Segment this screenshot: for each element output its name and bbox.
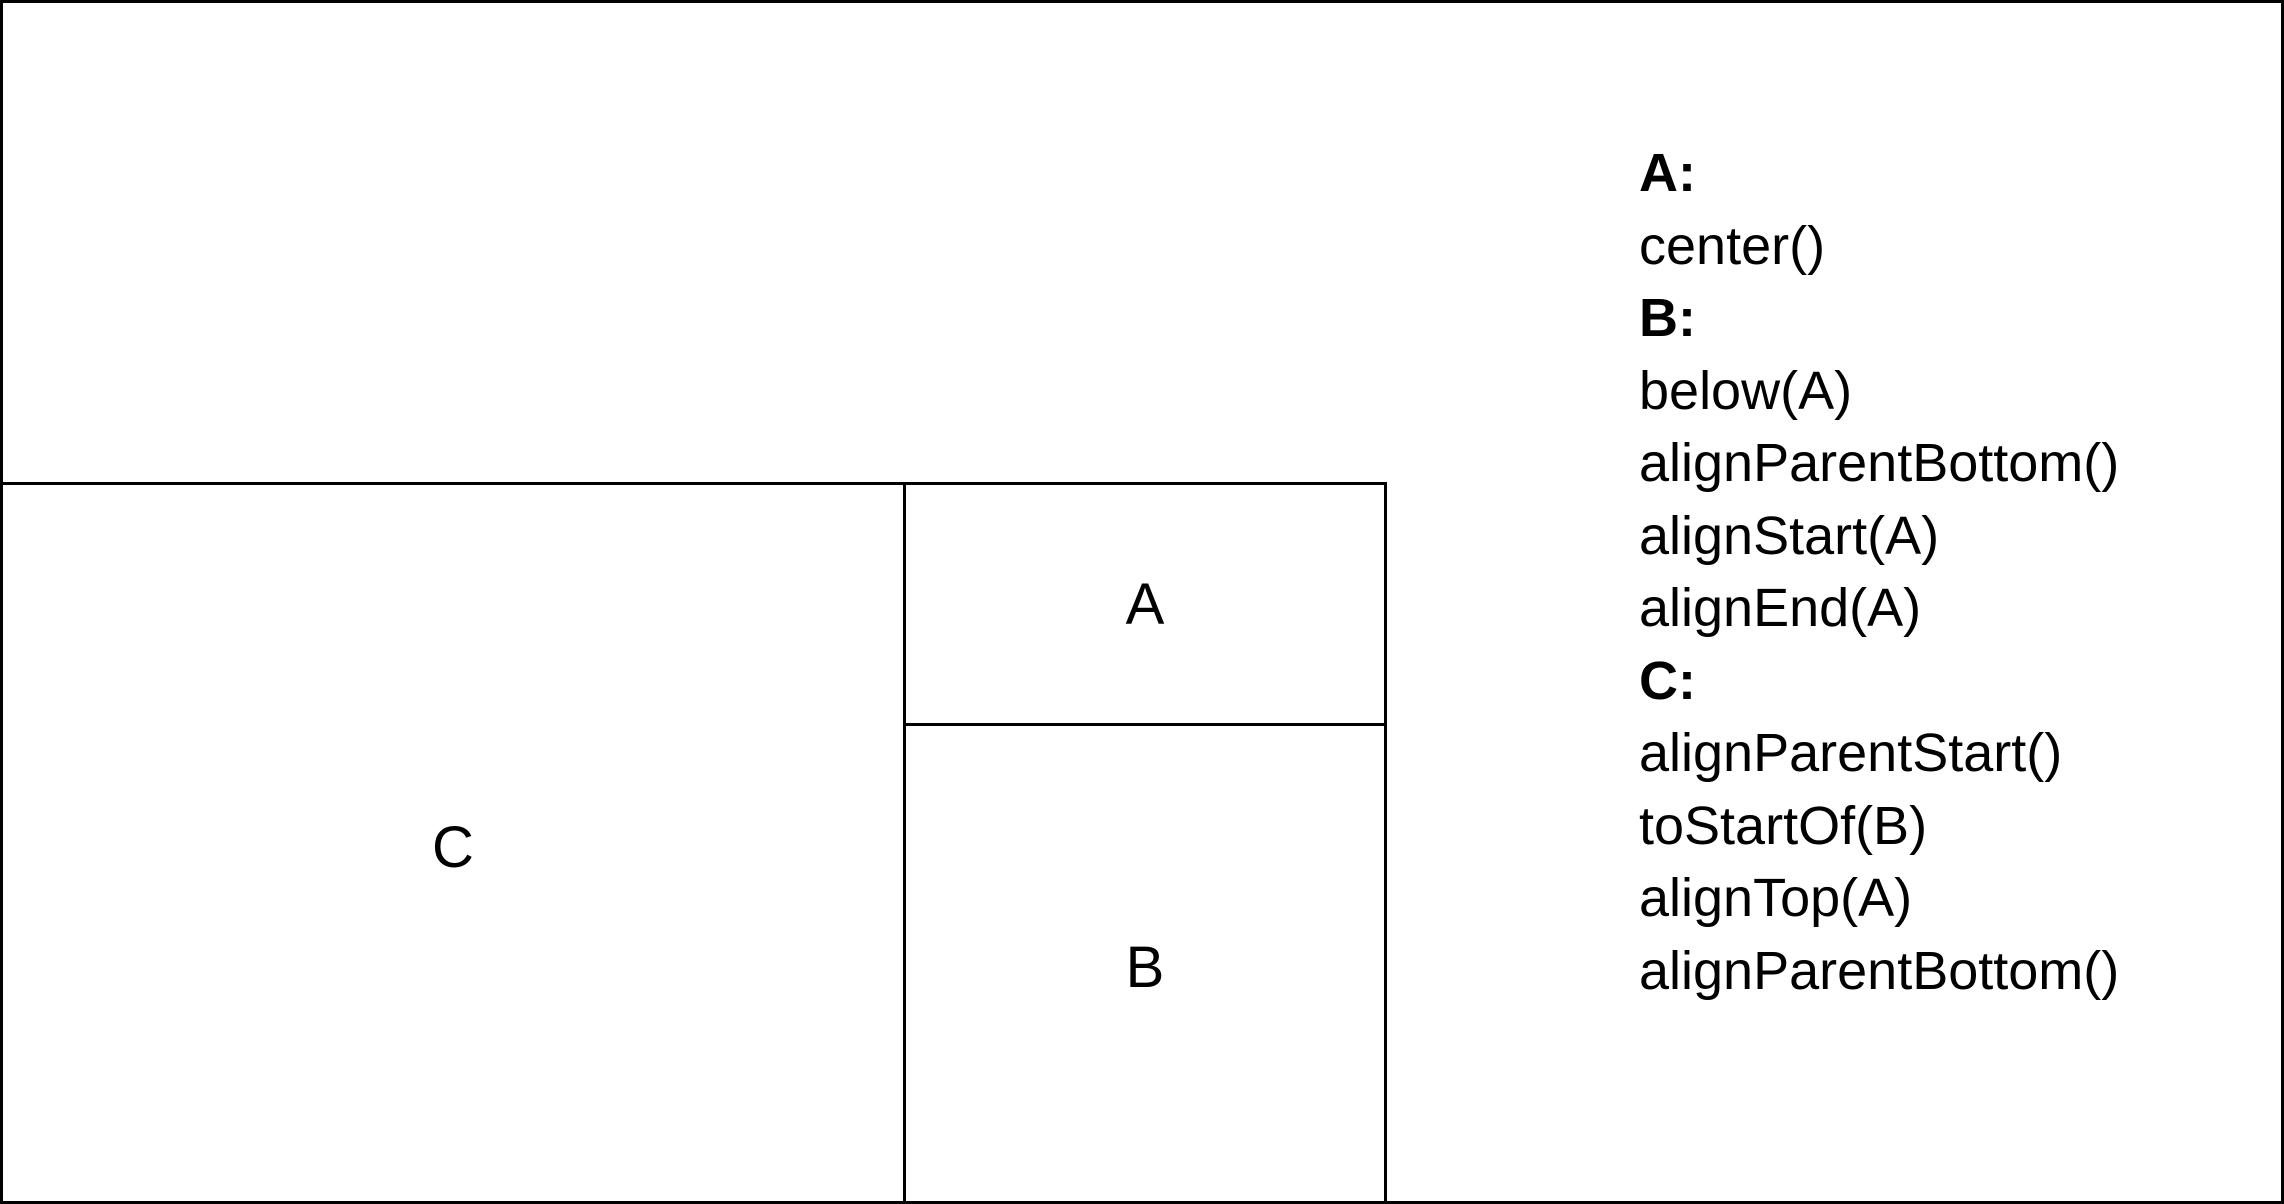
rule-line: alignParentBottom() bbox=[1639, 433, 2120, 493]
rule-group-b: B: below(A) alignParentBottom() alignSta… bbox=[1639, 282, 2119, 645]
box-b-label: B bbox=[1125, 935, 1165, 1000]
rule-head-c: C: bbox=[1639, 650, 1696, 711]
rule-line: alignTop(A) bbox=[1639, 868, 1913, 928]
rule-line: alignStart(A) bbox=[1639, 505, 1940, 566]
rule-head-b: B: bbox=[1639, 288, 1696, 348]
constraint-rules: A: center() B: below(A) alignParentBotto… bbox=[1639, 137, 2119, 1007]
box-a-label: A bbox=[1125, 571, 1165, 637]
rule-group-a: A: center() bbox=[1639, 137, 2119, 282]
box-c-label: C bbox=[432, 814, 474, 880]
rule-group-c: C: alignParentStart() toStartOf(B) align… bbox=[1639, 645, 2119, 1008]
rule-line: alignParentStart() bbox=[1639, 723, 2063, 783]
box-b: B bbox=[903, 723, 1387, 1201]
box-a: A bbox=[903, 482, 1387, 726]
rule-line: below(A) bbox=[1639, 360, 1853, 421]
rule-head-a: A: bbox=[1639, 143, 1696, 203]
rule-line: toStartOf(B) bbox=[1639, 795, 1928, 856]
rule-line: center() bbox=[1639, 215, 1826, 276]
rule-line: alignEnd(A) bbox=[1639, 578, 1922, 638]
box-c: C bbox=[3, 482, 906, 1201]
rule-line: alignParentBottom() bbox=[1639, 940, 2120, 1001]
